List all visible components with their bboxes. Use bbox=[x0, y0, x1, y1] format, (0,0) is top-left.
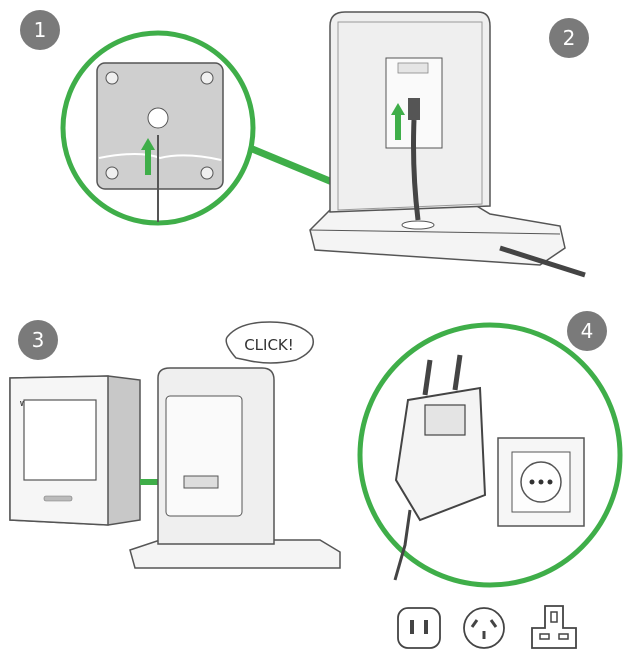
thermostat-button bbox=[43, 495, 73, 502]
thermostat-screen bbox=[23, 399, 97, 481]
step-2-number: 2 bbox=[563, 26, 576, 50]
plug-pin bbox=[422, 359, 433, 396]
step-2: 2 bbox=[309, 11, 589, 278]
screw-hole bbox=[200, 71, 214, 85]
step-4-number: 4 bbox=[581, 319, 594, 343]
mount-plate bbox=[165, 395, 243, 517]
screw-hole bbox=[105, 71, 119, 85]
screw-hole bbox=[105, 166, 119, 180]
plug-pin bbox=[452, 354, 463, 391]
au-socket-icon bbox=[463, 607, 505, 649]
step-3-number: 3 bbox=[32, 328, 45, 352]
step-1-number: 1 bbox=[34, 18, 47, 42]
power-cable bbox=[499, 245, 586, 278]
connector bbox=[183, 475, 219, 489]
click-bubble bbox=[225, 321, 314, 364]
adapter-cable bbox=[393, 509, 412, 581]
uk-socket-icon bbox=[531, 605, 577, 649]
step-3: 3 Wiser CLICK! bbox=[9, 320, 341, 569]
step-2-badge bbox=[549, 18, 589, 58]
us-socket-icon bbox=[397, 607, 441, 649]
cable-hole bbox=[147, 107, 169, 129]
step-4-badge bbox=[567, 311, 607, 351]
step-1-badge bbox=[20, 10, 60, 50]
usb-plug bbox=[408, 98, 420, 120]
step-4: 4 bbox=[357, 311, 623, 588]
screw-hole bbox=[200, 166, 214, 180]
cable bbox=[411, 119, 421, 221]
step-3-badge bbox=[18, 320, 58, 360]
step-1: 1 bbox=[20, 10, 400, 226]
click-label: CLICK! bbox=[244, 336, 294, 354]
